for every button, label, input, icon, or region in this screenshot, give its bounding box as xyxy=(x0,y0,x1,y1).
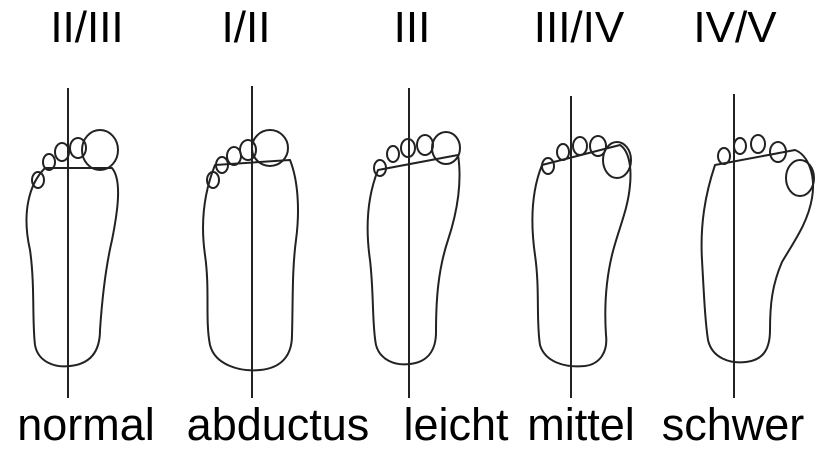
category-label-1: normal xyxy=(6,398,166,452)
category-label-3: leicht xyxy=(394,398,518,452)
foot-outline-mittel xyxy=(532,96,631,398)
category-label-4: mittel xyxy=(520,398,642,452)
foot-outline-normal xyxy=(26,88,118,398)
foot-outline-abductus xyxy=(203,86,298,398)
category-label-5: schwer xyxy=(648,398,818,452)
foot-outline-schwer xyxy=(702,94,814,398)
foot-outline-leicht xyxy=(368,88,460,398)
category-label-2: abductus xyxy=(170,398,386,452)
